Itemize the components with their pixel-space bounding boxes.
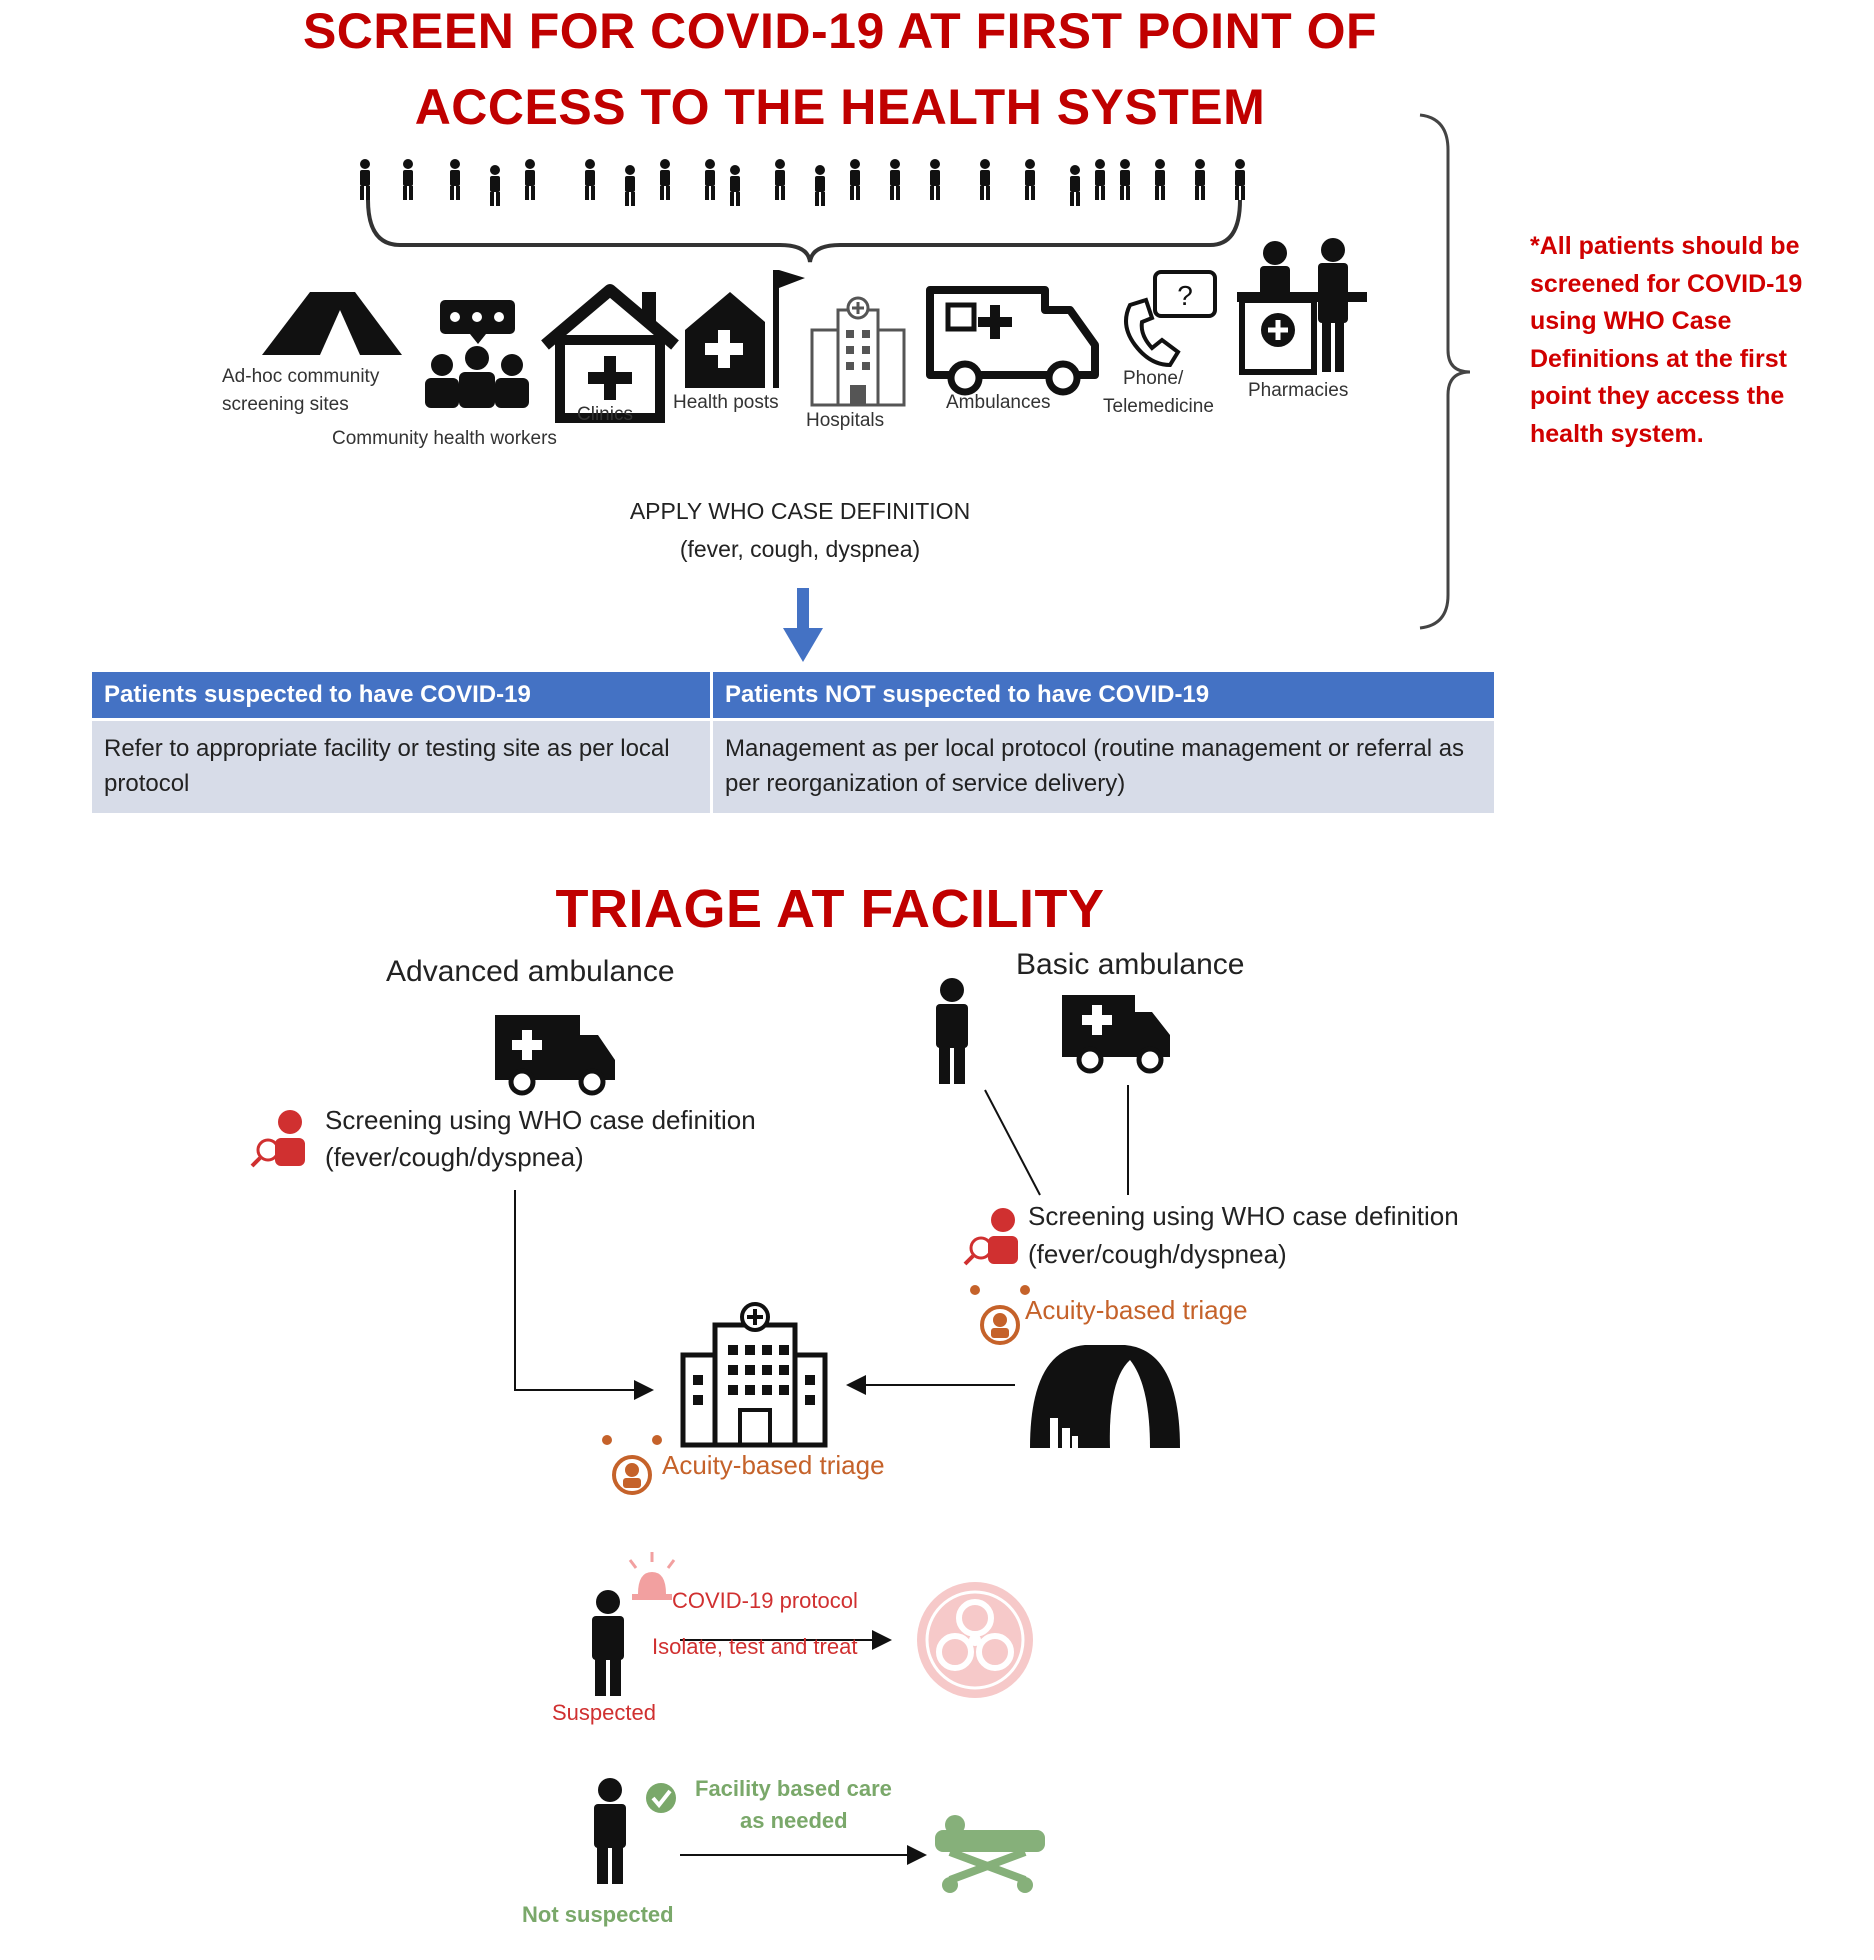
right-bracket: [1420, 115, 1470, 628]
walk-in-person-icon: [936, 978, 968, 1084]
basic-ambulance-label: Basic ambulance: [1016, 948, 1244, 982]
ambulances-label: Ambulances: [946, 392, 1051, 414]
person-to-screening-line: [985, 1090, 1040, 1195]
hospital-triage-icon: [683, 1304, 825, 1445]
screening-worker-icon-left: [252, 1110, 305, 1166]
apply-who-line2: (fever, cough, dyspnea): [600, 536, 1000, 563]
table-cell-suspected: Refer to appropriate facility or testing…: [92, 721, 710, 813]
screening-left-line2: (fever/cough/dyspnea): [325, 1139, 584, 1176]
apply-who-line1: APPLY WHO CASE DEFINITION: [600, 498, 1000, 525]
advanced-ambulance-label: Advanced ambulance: [386, 955, 675, 989]
acuity-triage-icon-left: [602, 1435, 662, 1493]
facility-care-line1: Facility based care: [695, 1776, 892, 1802]
people-row-icon: [360, 159, 1245, 206]
facility-care-line2: as needed: [740, 1808, 848, 1834]
alarm-icon: [630, 1552, 674, 1600]
triage-title: TRIAGE AT FACILITY: [430, 878, 1230, 940]
phone-label-line2: Telemedicine: [1103, 396, 1214, 418]
tent-icon: [262, 292, 402, 355]
acuity-label-left: Acuity-based triage: [662, 1450, 885, 1481]
apply-down-arrow: [783, 588, 823, 662]
ambulance-top-icon: [930, 290, 1095, 392]
table-header-not-suspected: Patients NOT suspected to have COVID-19: [713, 672, 1494, 718]
people-brace: [368, 200, 1240, 262]
hospital-small-icon: [812, 298, 904, 405]
advanced-ambulance-icon: [495, 1015, 615, 1093]
screening-right-line2: (fever/cough/dyspnea): [1028, 1236, 1287, 1273]
not-suspected-label: Not suspected: [522, 1902, 674, 1928]
adhoc-label-line1: Ad-hoc community: [222, 366, 379, 388]
phone-icon: ?: [1126, 272, 1215, 365]
clinic-icon: [545, 290, 675, 418]
pharmacies-label: Pharmacies: [1248, 380, 1348, 402]
screening-worker-icon-right: [965, 1208, 1018, 1264]
acuity-triage-icon-right: [970, 1285, 1030, 1343]
triage-tent-icon: [1030, 1345, 1180, 1448]
suspected-label: Suspected: [552, 1700, 656, 1726]
covid-protocol-label: COVID-19 protocol: [672, 1588, 858, 1614]
isolate-label: Isolate, test and treat: [652, 1634, 857, 1660]
hospitals-label: Hospitals: [806, 410, 884, 432]
screening-left-line1: Screening using WHO case definition: [325, 1102, 756, 1139]
health-posts-label: Health posts: [673, 392, 779, 414]
suspected-person-icon: [592, 1590, 624, 1696]
stretcher-icon: [935, 1815, 1045, 1893]
community-health-workers-icon: [425, 300, 529, 408]
biohazard-icon: [917, 1582, 1033, 1698]
advanced-to-hospital-arrow: [515, 1190, 652, 1390]
svg-text:?: ?: [1177, 280, 1193, 311]
acuity-label-right: Acuity-based triage: [1025, 1295, 1248, 1326]
basic-ambulance-icon: [1062, 995, 1170, 1071]
table-cell-not-suspected: Management as per local protocol (routin…: [713, 721, 1494, 813]
adhoc-label-line2: screening sites: [222, 394, 349, 416]
table-header-suspected: Patients suspected to have COVID-19: [92, 672, 710, 718]
health-post-icon: [685, 270, 805, 388]
not-suspected-person-icon: [594, 1778, 626, 1884]
chw-label: Community health workers: [332, 428, 557, 450]
clinics-label: Clinics: [577, 404, 633, 426]
phone-label-line1: Phone/: [1123, 368, 1183, 390]
outcome-table: Patients suspected to have COVID-19 Pati…: [92, 672, 1494, 813]
screening-note: *All patients should be screened for COV…: [1530, 228, 1850, 453]
pharmacy-icon: [1237, 238, 1367, 372]
screening-right-line1: Screening using WHO case definition: [1028, 1198, 1459, 1235]
check-icon: [646, 1783, 676, 1813]
